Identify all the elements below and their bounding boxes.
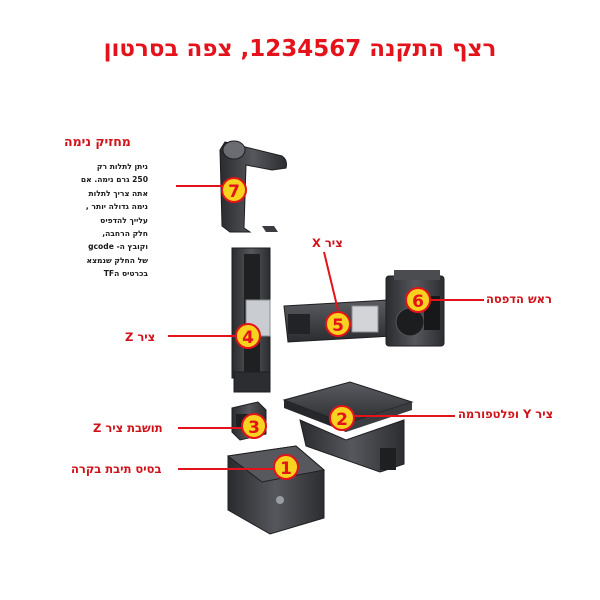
note-line: בכרטיס הTF <box>103 269 148 279</box>
label-print-head: ראש הדפסה <box>486 292 552 306</box>
label-z-axis-mount: תושבת ציר Z <box>93 421 163 435</box>
page-title: רצף התקנה 1234567, צפה בסרטון <box>103 36 497 62</box>
label-y-axis-platform: ציר Y ופלטפורמה <box>458 407 554 421</box>
step-marker-7: 7 <box>221 177 247 203</box>
note-line: נימה גדולה יותר , <box>85 202 148 212</box>
leader-line-5 <box>323 251 339 311</box>
note-line: וקובץ ה- gcode <box>88 242 148 252</box>
z-axis-column-part <box>231 247 271 393</box>
step-marker-5: 5 <box>325 311 351 337</box>
note-line: 250 גרם נימה. אם <box>80 175 148 185</box>
marker-number: 6 <box>412 292 424 312</box>
step-marker-3: 3 <box>241 413 267 439</box>
marker-number: 1 <box>280 459 292 479</box>
marker-number: 5 <box>332 316 344 336</box>
note-line: אתה צריך לתלות <box>88 188 148 198</box>
step-marker-4: 4 <box>235 323 261 349</box>
label-z-axis: ציר Z <box>125 330 156 344</box>
filament-note: ניתן לתלות רק 250 גרם נימה. אם אתה צריך … <box>58 160 148 281</box>
step-marker-2: 2 <box>329 405 355 431</box>
note-line: עלייך להדפיס <box>100 215 148 225</box>
leader-lines <box>168 185 484 470</box>
note-line: ניתן לתלות רק <box>96 162 148 171</box>
marker-number: 4 <box>242 328 254 348</box>
label-filament-holder: מחזיק נימה <box>64 134 131 149</box>
marker-number: 7 <box>228 182 240 202</box>
note-line: חלק הרחבה, <box>102 229 148 239</box>
step-marker-6: 6 <box>405 287 431 313</box>
step-marker-1: 1 <box>273 454 299 480</box>
marker-number: 3 <box>248 418 260 438</box>
note-line: של החלק שנמצא <box>86 255 148 265</box>
marker-number: 2 <box>336 410 348 430</box>
filament-holder-part <box>219 140 287 233</box>
label-base: בסיס תיבת בקרה <box>71 462 162 476</box>
label-x-axis: ציר X <box>312 236 343 250</box>
